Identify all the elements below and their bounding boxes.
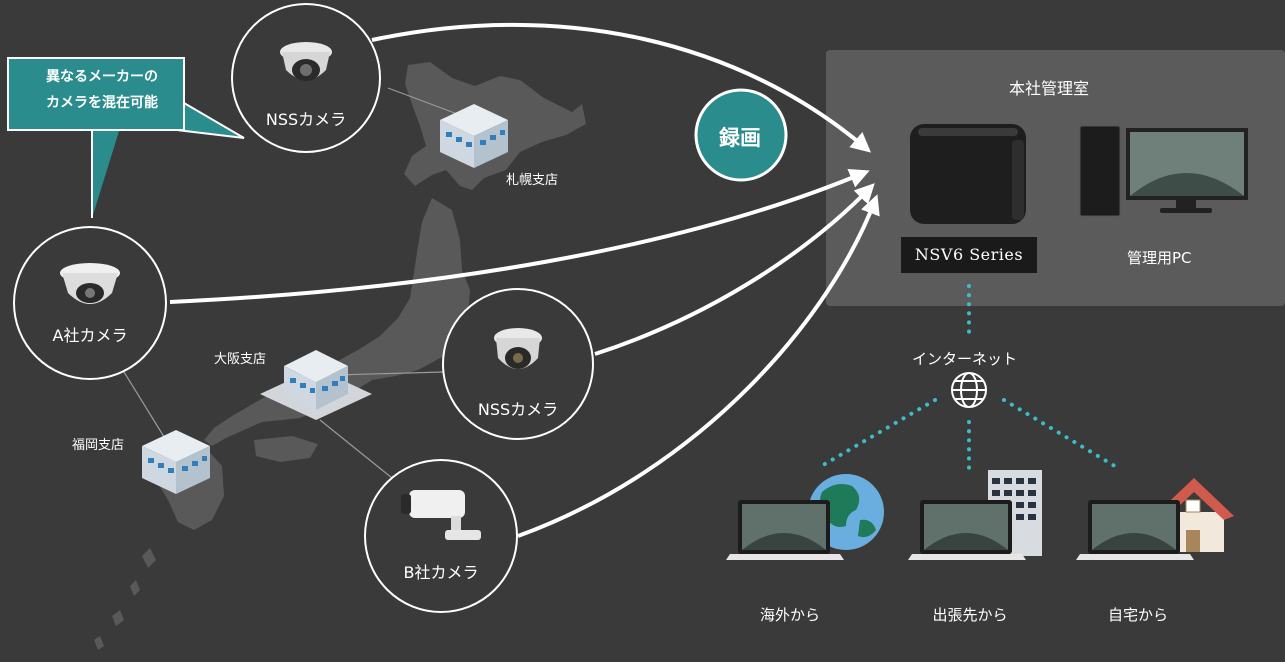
internet-dotted-lines	[816, 284, 1120, 470]
callout-line-1: 異なるメーカーの	[46, 69, 158, 85]
nss-camera-middle-label: NSSカメラ	[477, 400, 559, 419]
connector-lines	[123, 87, 469, 479]
callout-text: 異なるメーカーの カメラを混在可能	[20, 64, 184, 116]
dome-camera-icon	[280, 42, 332, 81]
shikoku-shape	[254, 436, 318, 462]
dome-camera-icon	[60, 263, 120, 304]
company-a-camera-label: A社カメラ	[52, 326, 128, 345]
laptop-icon	[908, 500, 1026, 560]
recording-arrows	[169, 22, 880, 538]
management-pc-label: 管理用PC	[1127, 249, 1192, 267]
laptop-icon	[1076, 500, 1194, 560]
branch-sapporo-label: 札幌支店	[506, 173, 559, 188]
building-icon	[440, 104, 508, 168]
callout-box: 異なるメーカーの カメラを混在可能	[8, 58, 184, 130]
islands-shape	[94, 548, 156, 650]
building-icon	[260, 350, 372, 420]
home-label: 自宅から	[1107, 606, 1169, 624]
laptop-icon	[726, 500, 844, 560]
overseas-label: 海外から	[759, 606, 821, 624]
internet-label: インターネット	[912, 350, 1018, 368]
dome-camera-icon	[494, 328, 542, 369]
building-icon	[142, 430, 210, 494]
company-b-camera-label: B社カメラ	[403, 563, 479, 582]
mixed-maker-callout	[7, 57, 245, 218]
business-trip-label: 出張先から	[932, 606, 1008, 624]
branch-fukuoka-label: 福岡支店	[72, 438, 125, 453]
branch-osaka-label: 大阪支店	[214, 352, 267, 367]
bullet-camera-icon	[401, 490, 481, 540]
hq-title: 本社管理室	[1009, 79, 1090, 98]
globe-icon	[951, 372, 987, 408]
management-pc-icon	[1079, 125, 1248, 217]
recorder-model-badge: NSV6 Series	[901, 237, 1037, 273]
nss-camera-top-label: NSSカメラ	[265, 110, 347, 129]
recording-badge-circle	[694, 88, 788, 182]
recording-badge-label: 録画	[719, 126, 761, 150]
nvr-recorder-icon	[910, 124, 1026, 224]
callout-line-2: カメラを混在可能	[46, 95, 158, 111]
